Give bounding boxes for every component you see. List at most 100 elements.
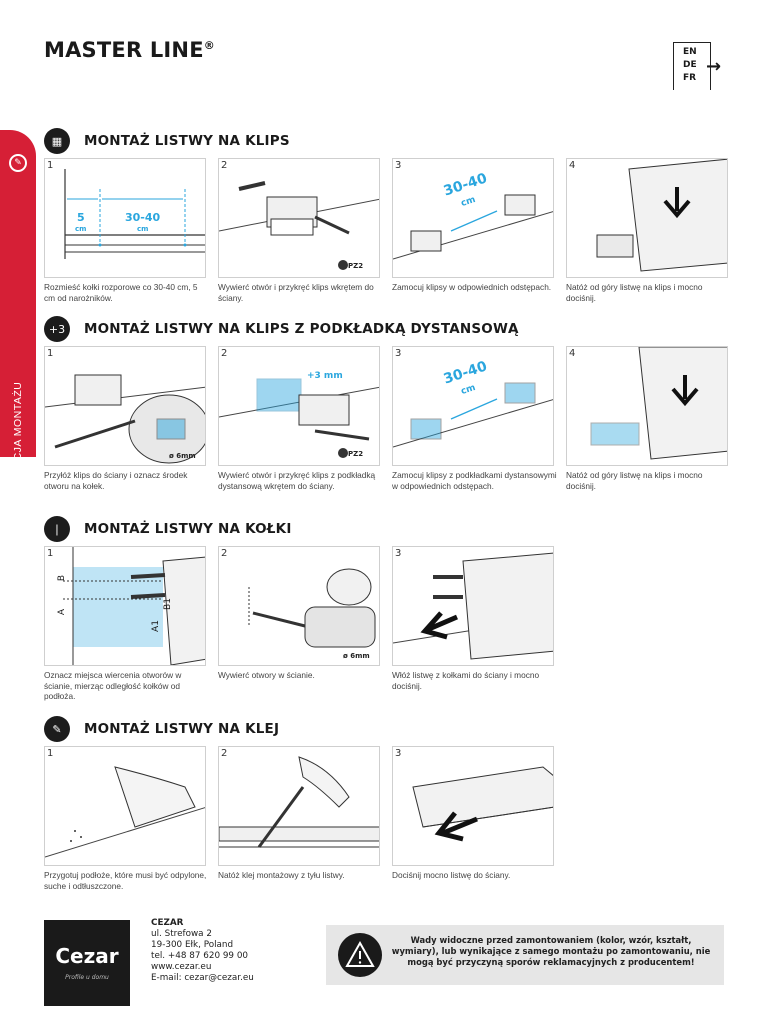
tool-icon: ✎ — [9, 154, 27, 172]
step-illustration: 30-40 cm — [392, 346, 554, 466]
step-caption: Dociśnij mocno listwę do ściany. — [392, 870, 511, 880]
side-tab: ✎ INSTRUKCJA MONTAŻU — [0, 130, 36, 510]
logo-tagline: Profile u domu — [65, 974, 109, 981]
measure-label-a: A — [57, 608, 68, 616]
step-illustration — [566, 158, 728, 278]
step-number: 2 — [221, 748, 228, 759]
company-logo: Cezar Profile u domu — [44, 920, 130, 1006]
spacer-spacing-drawing — [393, 382, 553, 448]
dimension-unit: cm — [137, 225, 149, 233]
measure-dowels-drawing — [63, 547, 205, 665]
step-number: 2 — [221, 160, 228, 171]
company-address: CEZAR ul. Strefowa 2 19-300 Ełk, Poland … — [151, 918, 254, 984]
clip-screw-drawing — [219, 181, 379, 270]
section-clip-spacer: +3 MONTAŻ LISTWY NA KLIPS Z PODKŁADKĄ DY… — [44, 316, 519, 342]
document-title: MASTER LINE® — [44, 38, 215, 62]
section-clip: ▦ MONTAŻ LISTWY NA KLIPS — [44, 128, 290, 154]
step-number: 1 — [47, 748, 54, 759]
warning-icon — [338, 933, 382, 977]
screwdriver-tag: PZ2 — [348, 450, 364, 458]
step-number: 1 — [47, 348, 54, 359]
clip-icon: ▦ — [44, 128, 70, 154]
step-number: 1 — [47, 160, 54, 171]
screwdriver-tag: PZ2 — [348, 262, 364, 270]
step-illustration — [44, 346, 206, 466]
step-caption: Wywierć otwór i przykręć klips wkrętem d… — [218, 282, 374, 303]
drilling-drawing — [248, 568, 376, 648]
step-illustration — [392, 546, 554, 666]
insert-skirting-drawing — [393, 552, 553, 660]
skirting-press-drawing — [590, 347, 727, 460]
lang-de[interactable]: DE — [683, 60, 697, 70]
dowel-icon: ❘ — [44, 516, 70, 542]
lang-en[interactable]: EN — [683, 47, 697, 57]
step-number: 2 — [221, 548, 228, 559]
warning-text: Wady widoczne przed zamontowaniem (kolor… — [391, 935, 711, 967]
language-switcher[interactable]: EN DE FR — [673, 42, 711, 90]
step-caption: Natóż od góry listwę na klips i mocno do… — [566, 470, 703, 491]
section-title: MONTAŻ LISTWY NA KLIPS — [84, 133, 290, 149]
step-illustration: 5 cm 30-40 cm — [44, 158, 206, 278]
step-caption: Zamocuj klipsy w odpowiednich odstępach. — [392, 282, 552, 292]
skirting-press-drawing — [596, 159, 727, 272]
section-title: MONTAŻ LISTWY NA KLEJ — [84, 721, 280, 737]
step-illustration — [218, 746, 380, 866]
dimension-label: 5 — [77, 211, 85, 224]
step-illustration — [392, 746, 554, 866]
step-caption: Przygotuj podłoże, które musi być odpylo… — [44, 870, 207, 891]
drill-bit-tag: ø 6mm — [343, 652, 370, 660]
step-number: 3 — [395, 548, 402, 559]
arrow-right-icon: → — [706, 56, 722, 77]
step-number: 3 — [395, 748, 402, 759]
side-tab-label: INSTRUKCJA MONTAŻU — [12, 381, 24, 510]
step-caption: Wywierć otwór i przykręć klips z podkład… — [218, 470, 376, 491]
step-caption: Natóż klej montażowy z tyłu listwy. — [218, 870, 345, 880]
lang-fr[interactable]: FR — [683, 73, 697, 83]
step-number: 3 — [395, 160, 402, 171]
step-caption: Wywierć otwory w ścianie. — [218, 670, 315, 680]
step-illustration — [44, 746, 206, 866]
address-line: ul. Strefowa 2 — [151, 929, 212, 939]
spacer-label: +3 mm — [307, 371, 343, 381]
glue-icon: ✎ — [44, 716, 70, 742]
section-dowels: ❘ MONTAŻ LISTWY NA KOŁKI — [44, 516, 292, 542]
step-illustration: A B A1 B1 — [44, 546, 206, 666]
step-number: 3 — [395, 348, 402, 359]
step-illustration — [218, 546, 380, 666]
step-illustration — [218, 158, 380, 278]
address-line: 19-300 Ełk, Poland — [151, 940, 234, 950]
section-title: MONTAŻ LISTWY NA KLIPS Z PODKŁADKĄ DYSTA… — [84, 321, 519, 337]
dimension-unit: cm — [75, 225, 87, 233]
press-skirting-drawing — [412, 766, 553, 842]
step-number: 1 — [47, 548, 54, 559]
wall-spacing-drawing — [64, 169, 205, 259]
step-illustration — [566, 346, 728, 466]
step-caption: Rozmieść kołki rozporowe co 30-40 cm, 5 … — [44, 282, 198, 303]
clip-spacer-icon: +3 — [44, 316, 70, 342]
logo-wordmark: Cezar — [55, 944, 119, 968]
step-number: 4 — [569, 348, 576, 359]
section-title: MONTAŻ LISTWY NA KOŁKI — [84, 521, 292, 537]
step-caption: Włóż listwę z kołkami do ściany i mocno … — [392, 670, 540, 691]
measure-label-a1: A1 — [150, 620, 161, 632]
email-link[interactable]: E-mail: cezar@cezar.eu — [151, 973, 254, 983]
step-illustration: +3 mm — [218, 346, 380, 466]
drill-mark-drawing — [45, 374, 205, 464]
company-name: CEZAR — [151, 918, 184, 928]
step-caption: Natóż od góry listwę na klips i mocno do… — [566, 282, 703, 303]
section-glue: ✎ MONTAŻ LISTWY NA KLEJ — [44, 716, 279, 742]
step-number: 2 — [221, 348, 228, 359]
step-illustration: 30-40 cm — [392, 158, 554, 278]
step-caption: Zamocuj klipsy z podkładkami dystansowym… — [392, 470, 557, 491]
drill-bit-tag: ø 6mm — [169, 452, 196, 460]
warning-box: Wady widoczne przed zamontowaniem (kolor… — [326, 925, 724, 985]
step-caption: Przyłóż klips do ściany i oznacz środek … — [44, 470, 188, 491]
spacer-clip-drawing — [219, 378, 379, 458]
measure-label-b: B — [57, 574, 68, 582]
measure-label-b1: B1 — [162, 598, 173, 610]
step-caption: Oznacz miejsca wiercenia otworów w ścian… — [44, 670, 182, 701]
phone: tel. +48 87 620 99 00 — [151, 951, 249, 961]
apply-glue-drawing — [219, 756, 379, 848]
dimension-label: 30-40 — [125, 211, 161, 224]
website-link[interactable]: www.cezar.eu — [151, 962, 212, 972]
